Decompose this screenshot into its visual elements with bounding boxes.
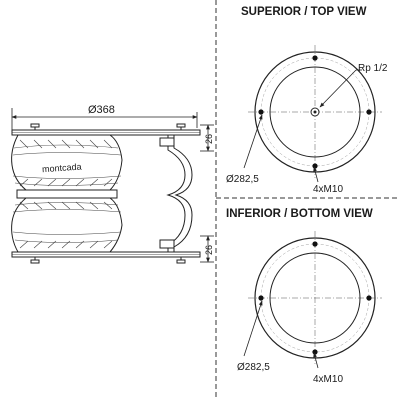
lower-tread [12, 201, 122, 249]
girdle-ring [16, 189, 118, 199]
top-inner-ring [269, 66, 361, 158]
overall-diameter-label: Ø368 [88, 104, 115, 116]
bottom-stud [30, 257, 186, 264]
bottom-bolt-circle-label: Ø282,5 [237, 362, 270, 373]
upper-tread [12, 139, 122, 187]
top-stud [30, 123, 186, 130]
view-separators [215, 0, 400, 400]
top-view: SUPERIOR / TOP VIEW Rp 1/2 Ø282,5 4xM10 [226, 6, 388, 195]
bolt-hole [258, 295, 264, 301]
top-height-label: 26 [204, 134, 214, 144]
bolt-hole [312, 55, 318, 61]
top-bolt-circle-label: Ø282,5 [226, 174, 259, 185]
side-view: Ø368 montcada [11, 104, 214, 264]
bolt-hole [366, 109, 372, 115]
bottom-height-label: 26 [204, 245, 214, 255]
brand-label: montcada [42, 162, 82, 175]
height-dimensions [200, 124, 214, 263]
top-plate [11, 129, 201, 136]
bolt-hole [366, 295, 372, 301]
port-label: Rp 1/2 [358, 63, 388, 74]
section-profile [110, 134, 193, 253]
top-view-title: SUPERIOR / TOP VIEW [241, 6, 367, 18]
bottom-view-title: INFERIOR / BOTTOM VIEW [226, 208, 373, 220]
bottom-plate [11, 251, 201, 258]
overall-diameter-dimension [11, 108, 198, 130]
bottom-inner-ring [269, 252, 361, 344]
bottom-view: INFERIOR / BOTTOM VIEW Ø282,5 4xM10 [226, 208, 382, 385]
top-bolts-label: 4xM10 [313, 184, 343, 195]
bolt-hole [312, 349, 318, 355]
bolt-hole [258, 109, 264, 115]
bolt-hole [312, 241, 318, 247]
bolt-hole [312, 163, 318, 169]
port-fitting [159, 137, 175, 249]
bottom-bolts-label: 4xM10 [313, 374, 343, 385]
